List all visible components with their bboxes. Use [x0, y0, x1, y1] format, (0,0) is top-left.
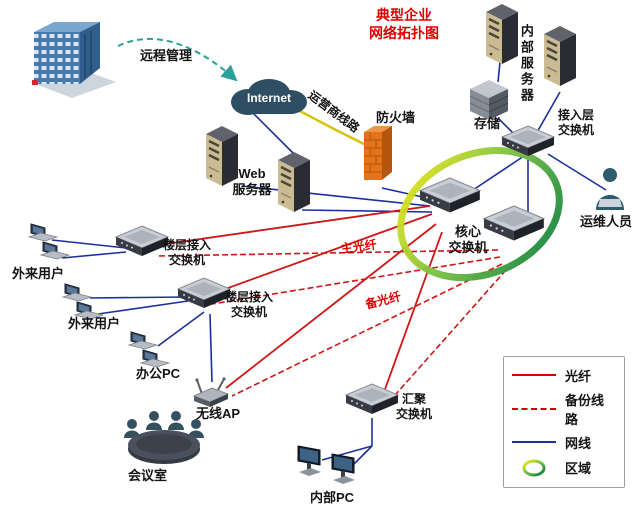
internal-server-label: 内部服务器 [518, 24, 534, 104]
legend-box: 光纤 备份线路 网线 [503, 356, 625, 488]
core-switch-label: 核心 交换机 [448, 224, 488, 255]
internal-pc-2 [331, 453, 356, 485]
legend-row-fiber: 光纤 [512, 366, 616, 385]
backup-line [157, 249, 499, 257]
legend-row-zone: 区域 [512, 457, 616, 479]
internal-pc-label: 内部PC [310, 490, 355, 505]
network-cables-blue [51, 61, 607, 467]
cable-line [251, 111, 297, 157]
fiber-line [383, 231, 443, 393]
ops-staff-label: 运维人员 [580, 214, 633, 229]
zone-ring-icon [522, 459, 546, 476]
internal-server-1 [484, 2, 520, 66]
internal-pc-1 [297, 445, 322, 477]
zone-ring-sample [512, 457, 556, 479]
backup-line-sample [512, 407, 556, 410]
headquarters-building [29, 21, 117, 99]
cable-line-sample [512, 441, 556, 443]
access-layer-switch-label: 接入层 交换机 [557, 108, 594, 137]
external-user-laptop-2a [62, 283, 92, 302]
legend-fiber-label: 光纤 [565, 368, 592, 384]
internal-server-2 [542, 24, 578, 88]
core-zone-ring [397, 146, 563, 282]
cable-line [157, 311, 205, 347]
cable-line [97, 300, 189, 315]
ops-staff-person [596, 168, 624, 210]
storage-array [469, 79, 509, 121]
backup-line [395, 269, 507, 395]
meeting-room-label: 会议室 [128, 468, 168, 483]
legend-row-backup: 备份线路 [512, 390, 616, 428]
floor-access-switch-2-label: 楼层接入 交换机 [224, 290, 273, 319]
cable-line [301, 209, 433, 213]
remote-management-link [117, 37, 238, 82]
internet-label: Internet [246, 91, 291, 105]
office-pc-laptop-1 [128, 331, 158, 350]
fiber-line-sample [512, 374, 556, 376]
cable-line [89, 296, 189, 299]
external-user-laptop-1a [28, 223, 58, 242]
legend-row-cable: 网线 [512, 433, 616, 452]
fiber-line [225, 223, 437, 389]
cable-line [241, 185, 431, 207]
fiber-line [205, 213, 433, 297]
legend-zone-label: 区域 [565, 461, 592, 476]
storage-label: 存储 [474, 116, 501, 131]
external-user-2-label: 外来用户 [68, 316, 121, 331]
cable-line [209, 313, 213, 383]
meeting-room-table [124, 411, 204, 464]
carrier-line-link [293, 106, 373, 150]
wireless-ap-device [193, 376, 229, 408]
web-server-2 [276, 150, 312, 214]
legend-cable-label: 网线 [565, 435, 592, 451]
cable-line [351, 445, 373, 467]
external-user-laptop-1b [40, 241, 70, 260]
cable-line [535, 91, 561, 135]
floor-access-switch-1-label: 楼层接入 交换机 [162, 238, 211, 267]
external-user-1-label: 外来用户 [12, 266, 65, 281]
cable-line [51, 239, 127, 249]
remote-management-label: 远程管理 [140, 48, 193, 63]
cable-line [61, 251, 127, 259]
office-pc-label: 办公PC [136, 366, 181, 381]
core-switch-1 [419, 177, 481, 214]
backup-line [211, 256, 501, 305]
backup-lines-red-dashed [157, 249, 507, 397]
web-server-label: Web 服务器 [232, 166, 272, 197]
office-pc-laptop-2 [140, 349, 170, 368]
aggregation-switch-label: 汇聚 交换机 [395, 392, 432, 421]
cable-line [547, 153, 607, 191]
firewall-device [363, 125, 393, 181]
legend-backup-label: 备份线路 [565, 392, 605, 427]
backup-line [231, 263, 503, 397]
fiber-line [151, 205, 431, 247]
wireless-ap-label: 无线AP [196, 406, 241, 421]
firewall-label: 防火墙 [376, 110, 416, 125]
diagram-title: 典型企业 网络拓扑图 [369, 7, 439, 42]
cable-line [497, 61, 501, 83]
fiber-lines-red [151, 205, 443, 393]
cable-line [321, 445, 373, 461]
